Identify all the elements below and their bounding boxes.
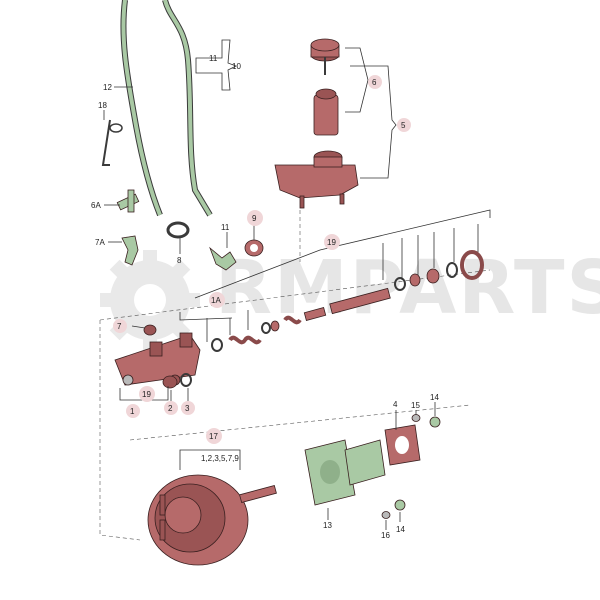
callout-6A: 6A <box>91 201 101 210</box>
callout-12: 12 <box>103 83 112 92</box>
clip-7A <box>121 235 139 266</box>
elbow-connector-11 <box>209 246 237 271</box>
plug-7 <box>143 324 157 336</box>
callout-6: 6 <box>372 78 377 87</box>
washer-16 <box>381 511 391 519</box>
master-cylinder-1 <box>114 332 201 386</box>
brake-booster-17 <box>147 474 277 566</box>
leader-lines <box>103 39 491 530</box>
callout-9: 9 <box>252 214 257 223</box>
callout-1A: 1A <box>211 296 221 305</box>
reservoir-filter-6 <box>313 88 339 136</box>
callout-labels: 12 18 6A 7A 8 11 10 11 9 6 5 19 1A 7 19 … <box>91 54 439 540</box>
callout-17-parts: 1,2,3,5,7,9 <box>201 454 239 463</box>
hose-clamp-8 <box>166 221 190 239</box>
callout-highlights <box>113 75 411 444</box>
brake-fluid-reservoir-5 <box>274 150 359 209</box>
washer-15 <box>411 414 421 422</box>
callout-16: 16 <box>381 531 390 540</box>
callout-13: 13 <box>323 521 332 530</box>
gasket-plate-4 <box>384 424 421 466</box>
callout-3: 3 <box>185 404 190 413</box>
callout-17: 17 <box>209 432 218 441</box>
mounting-bracket-13 <box>304 439 386 506</box>
callout-10: 10 <box>232 62 241 71</box>
callout-8: 8 <box>177 256 182 265</box>
assembly-guides <box>99 210 491 541</box>
nut-14-lower <box>394 499 406 511</box>
callout-14-lower: 14 <box>396 525 405 534</box>
callout-19-upper: 19 <box>327 238 336 247</box>
reservoir-cap-6 <box>310 38 340 75</box>
callout-5: 5 <box>401 121 406 130</box>
callout-11-upper: 11 <box>209 54 218 63</box>
callout-7: 7 <box>117 322 122 331</box>
callout-1: 1 <box>130 407 135 416</box>
nut-14-upper <box>429 416 441 428</box>
callout-15: 15 <box>411 401 420 410</box>
watermark-text: RMPARTS <box>215 245 600 331</box>
seal-9 <box>244 239 264 257</box>
callout-14-upper: 14 <box>430 393 439 402</box>
o-ring-3 <box>180 373 192 387</box>
hose-connector-6A <box>116 189 140 213</box>
callout-2: 2 <box>168 404 173 413</box>
callout-4: 4 <box>393 400 398 409</box>
cylinder-internals <box>211 250 484 352</box>
brake-hose-11 <box>162 0 213 217</box>
callout-7A: 7A <box>95 238 105 247</box>
callout-19-lower: 19 <box>142 390 151 399</box>
callout-11-lower: 11 <box>221 223 230 232</box>
callout-18: 18 <box>98 101 107 110</box>
retaining-clip-18 <box>101 119 123 166</box>
watermark: RMPARTS <box>100 245 600 350</box>
brake-hose-12 <box>120 0 163 217</box>
fitting-2 <box>162 375 178 389</box>
